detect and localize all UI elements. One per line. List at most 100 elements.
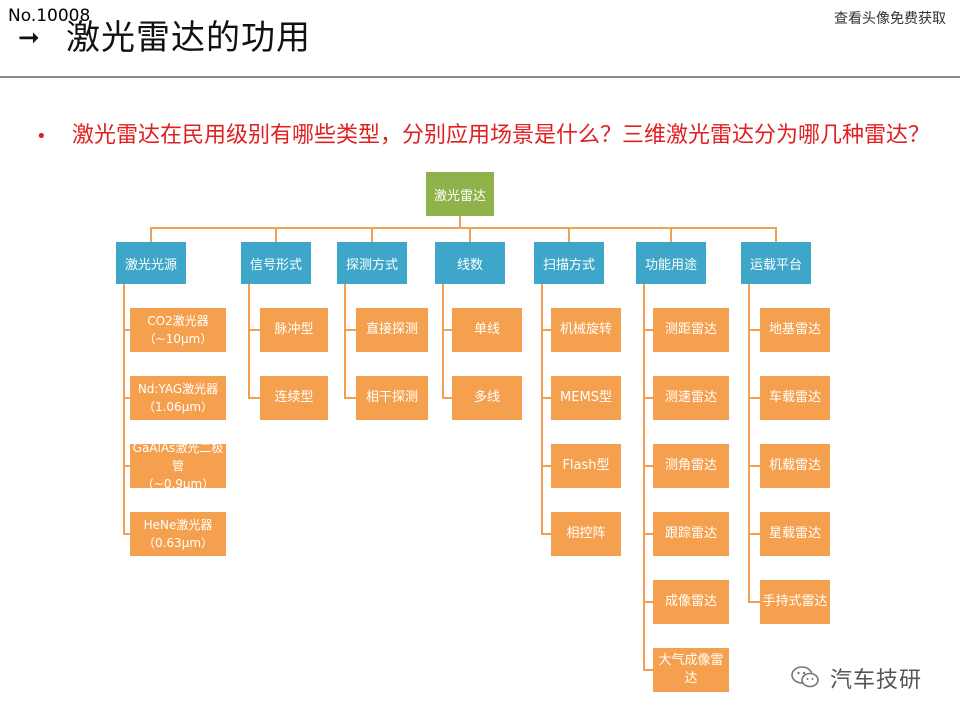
category-node: 功能用途 — [636, 242, 706, 284]
connector-line — [459, 216, 461, 228]
connector-line — [541, 329, 551, 331]
root-node: 激光雷达 — [426, 172, 494, 216]
leaf-node: Flash型 — [551, 444, 621, 488]
connector-line — [123, 284, 125, 535]
leaf-label: 多线 — [473, 390, 500, 405]
slide-number: No.10008 — [8, 6, 91, 26]
leaf-node: GaAlAs激光二极管 （~0.9μm） — [130, 441, 226, 491]
connector-line — [371, 227, 373, 242]
connector-line — [344, 329, 356, 331]
connector-line — [248, 284, 250, 399]
category-node: 线数 — [435, 242, 505, 284]
leaf-label: 相控阵 — [566, 526, 606, 541]
connector-line — [344, 284, 346, 399]
connector-line — [643, 533, 653, 535]
connector-line — [541, 284, 543, 535]
connector-line — [123, 329, 130, 331]
connector-line — [442, 284, 444, 399]
leaf-node: 跟踪雷达 — [653, 512, 729, 556]
leaf-node: 相控阵 — [551, 512, 621, 556]
bullet-icon: • — [36, 126, 47, 147]
leaf-node: 相干探测 — [356, 376, 428, 420]
leaf-node: 连续型 — [260, 376, 328, 420]
connector-line — [541, 397, 551, 399]
leaf-node: 机械旋转 — [551, 308, 621, 352]
leaf-label: 地基雷达 — [768, 322, 821, 337]
leaf-label: 直接探测 — [365, 322, 418, 337]
leaf-label: 测距雷达 — [664, 322, 717, 337]
leaf-node: 手持式雷达 — [760, 580, 830, 624]
leaf-label: 相干探测 — [365, 390, 418, 405]
leaf-label: 连续型 — [274, 390, 314, 405]
leaf-label: Nd:YAG激光器 — [137, 382, 219, 396]
connector-line — [643, 601, 653, 603]
leaf-node: CO2激光器（~10μm） — [130, 308, 226, 352]
connector-line — [344, 397, 356, 399]
leaf-label: GaAlAs激光二极管 — [132, 441, 224, 473]
wechat-icon — [791, 666, 819, 688]
leaf-label: 跟踪雷达 — [664, 526, 717, 541]
category-node: 扫描方式 — [534, 242, 604, 284]
connector-line — [748, 533, 760, 535]
leaf-node: 地基雷达 — [760, 308, 830, 352]
category-node: 运载平台 — [741, 242, 811, 284]
connector-line — [123, 465, 130, 467]
leaf-node: 测速雷达 — [653, 376, 729, 420]
leaf-node: 机载雷达 — [760, 444, 830, 488]
connector-line — [275, 227, 277, 242]
leaf-node: 大气成像雷达 — [653, 648, 729, 692]
category-node: 激光光源 — [116, 242, 186, 284]
watermark-text: 汽车技研 — [830, 668, 923, 693]
connector-line — [568, 227, 570, 242]
leaf-sublabel: （1.06μm） — [142, 400, 214, 414]
leaf-sublabel: （0.63μm） — [142, 536, 214, 550]
connector-line — [748, 397, 760, 399]
leaf-node: 测角雷达 — [653, 444, 729, 488]
leaf-label: Flash型 — [562, 458, 610, 473]
connector-line — [123, 533, 130, 535]
leaf-label: 大气成像雷达 — [658, 653, 724, 686]
leaf-node: MEMS型 — [551, 376, 621, 420]
leaf-label: 手持式雷达 — [762, 594, 828, 609]
leaf-node: 脉冲型 — [260, 308, 328, 352]
leaf-label: CO2激光器 — [147, 314, 209, 328]
leaf-label: 机载雷达 — [768, 458, 821, 473]
connector-line — [748, 284, 750, 603]
question-text: 激光雷达在民用级别有哪些类型，分别应用场景是什么？三维激光雷达分为哪几种雷达？ — [72, 123, 931, 148]
connector-line — [748, 329, 760, 331]
leaf-label: 星载雷达 — [768, 526, 821, 541]
connector-line — [151, 227, 776, 229]
connector-line — [643, 397, 653, 399]
connector-line — [469, 227, 471, 242]
connector-line — [123, 397, 130, 399]
leaf-node: 成像雷达 — [653, 580, 729, 624]
connector-line — [442, 329, 452, 331]
connector-line — [643, 465, 653, 467]
leaf-label: 测角雷达 — [664, 458, 717, 473]
top-right-note: 查看头像免费获取 — [834, 11, 946, 27]
leaf-sublabel: （~0.9μm） — [141, 477, 215, 491]
leaf-node: 直接探测 — [356, 308, 428, 352]
page-title: 激光雷达的功用 — [66, 18, 311, 58]
leaf-node: 测距雷达 — [653, 308, 729, 352]
arrow-right-icon: ➞ — [18, 23, 40, 53]
connector-line — [248, 329, 260, 331]
leaf-node: 车载雷达 — [760, 376, 830, 420]
connector-line — [775, 227, 777, 242]
leaf-label: 车载雷达 — [768, 390, 821, 405]
connector-line — [541, 465, 551, 467]
connector-line — [541, 533, 551, 535]
leaf-node: 星载雷达 — [760, 512, 830, 556]
leaf-label: 脉冲型 — [274, 322, 314, 337]
leaf-node: Nd:YAG激光器 （1.06μm） — [130, 376, 226, 420]
leaf-node: 多线 — [452, 376, 522, 420]
title-divider — [0, 76, 960, 78]
connector-line — [670, 227, 672, 242]
connector-line — [748, 601, 760, 603]
leaf-label: 测速雷达 — [664, 390, 717, 405]
category-node: 探测方式 — [337, 242, 407, 284]
connector-line — [442, 397, 452, 399]
connector-line — [748, 465, 760, 467]
leaf-label: 成像雷达 — [664, 594, 717, 609]
leaf-label: 机械旋转 — [559, 322, 612, 337]
